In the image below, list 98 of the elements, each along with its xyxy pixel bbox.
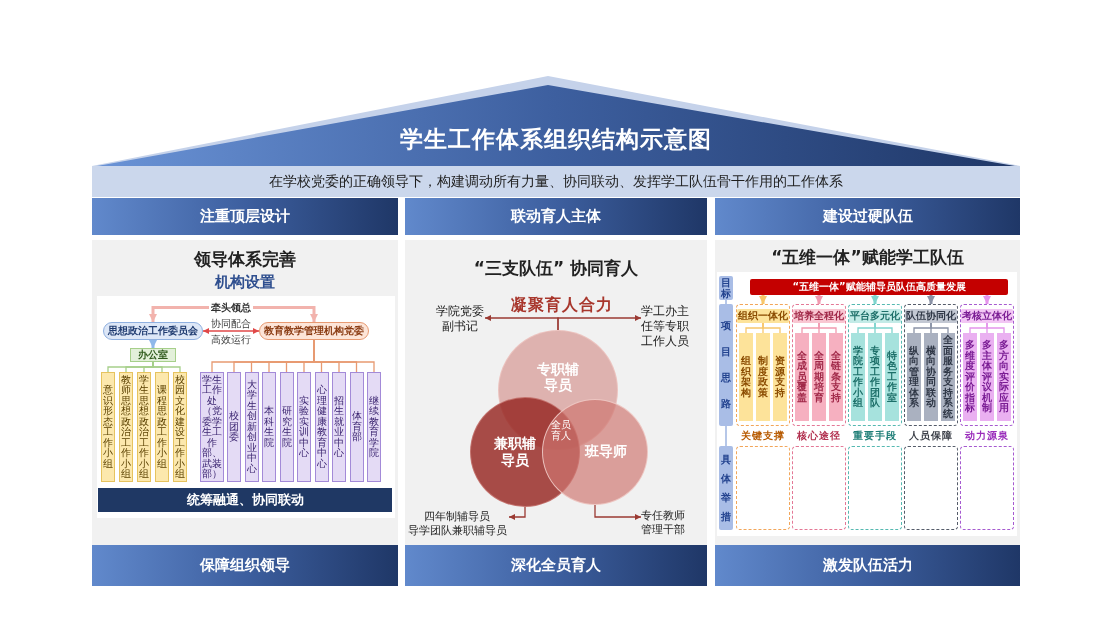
subtitle-band: 在学校党委的正确领导下，构建调动所有力量、协同联动、发挥学工队伍骨干作用的工作体系 [92, 166, 1020, 197]
arrow [202, 328, 260, 334]
goal-banner: “五维一体”赋能辅导员队伍高质量发展 [750, 279, 1008, 295]
item-box: 多主体评议机制 [980, 333, 994, 421]
row-tab: 项目思路 [719, 304, 733, 426]
committee-pill: 教育教学管理机构党委 [259, 322, 369, 340]
department-box: 招生就业中心 [332, 372, 346, 482]
footer-bar: 激发队伍活力 [715, 545, 1020, 586]
panel-subheading: 机构设置 [215, 273, 275, 292]
working-group-box: 教师思想政治工作小组 [119, 372, 133, 482]
panel-heading: 领导体系完善 [194, 248, 296, 271]
arrow [927, 295, 935, 304]
row-tab: 具体举措 [719, 446, 733, 530]
connector-line [930, 322, 949, 334]
arrow [149, 340, 157, 348]
summary-bar: 统筹融通、协同联动 [98, 488, 392, 512]
panel-heading: “五维一体”赋能学工队伍 [771, 246, 964, 269]
measure-box [904, 446, 958, 530]
dimension-column [792, 304, 846, 426]
role-list-text: 专任教师 管理干部 [641, 509, 691, 539]
column-caption: 核心途径 [797, 430, 841, 442]
connector-line [313, 339, 375, 373]
chart-label: 牵头领总 [209, 301, 253, 314]
slogan-text: 凝聚育人合力 [511, 295, 613, 316]
panel-heading: “三支队伍” 协同育人 [473, 257, 639, 280]
measure-box [960, 446, 1014, 530]
item-box: 全面服务支持系统 [941, 333, 955, 421]
item-box: 多方向实际应用 [997, 333, 1011, 421]
section-header-bar: 联动育人主体 [405, 198, 707, 235]
item-box: 特色工作室 [885, 333, 899, 421]
connector-line [818, 322, 837, 334]
item-box: 全成员覆盖 [795, 333, 809, 421]
row-tab: 目标 [719, 276, 733, 300]
dimension-heading: 考核立体化 [961, 309, 1013, 323]
working-group-box: 学生思想政治工作小组 [137, 372, 151, 482]
column-caption: 动力源泉 [965, 430, 1009, 442]
arrow [759, 295, 767, 304]
item-box: 全周期培育 [812, 333, 826, 421]
role-text: 学院党委副书记 [435, 304, 485, 334]
item-box: 专项工作团队 [868, 333, 882, 421]
measure-box [792, 446, 846, 530]
department-box: 实验实训中心 [297, 372, 311, 482]
content-panel [92, 240, 398, 545]
diagram-title: 学生工作体系组织结构示意图 [400, 125, 712, 154]
role-list-text: 四年制辅导员 导学团队兼职辅导员 [405, 509, 509, 539]
footer-bar: 深化全员育人 [405, 545, 707, 586]
dimension-column [736, 304, 790, 426]
overlap-label: 全员育人 [550, 419, 572, 441]
connector-line [762, 322, 781, 334]
footer-bar: 保障组织领导 [92, 545, 398, 586]
measure-box [848, 446, 902, 530]
department-box: 学生工作处（党委学生工作部、武装部） [200, 372, 224, 482]
arrow [815, 295, 823, 304]
dimension-column [848, 304, 902, 426]
content-panel [715, 240, 1020, 545]
arrow [508, 506, 526, 520]
section-header-bar: 注重顶层设计 [92, 198, 398, 235]
arrow [557, 315, 642, 331]
item-box: 纵向管理体系 [907, 333, 921, 421]
dimension-heading: 组织一体化 [737, 309, 789, 323]
arrow [983, 295, 991, 304]
dimension-column [960, 304, 1014, 426]
committee-pill: 思想政治工作委员会 [103, 322, 203, 340]
item-box: 资源支持 [773, 333, 787, 421]
dimension-column [904, 304, 958, 426]
arrow [149, 306, 209, 322]
department-box: 本科生院 [262, 372, 276, 482]
item-box: 多维度评价指标 [963, 333, 977, 421]
working-group-box: 意识形态工作小组 [101, 372, 115, 482]
column-caption: 重要手段 [853, 430, 897, 442]
office-box: 办公室 [130, 348, 176, 362]
item-box: 横向协同联动 [924, 333, 938, 421]
department-box: 校团委 [227, 372, 241, 482]
role-text: 学工办主任等专职工作人员 [641, 304, 691, 349]
item-box: 制度政策 [756, 333, 770, 421]
edge-label: 协同配合 [211, 318, 251, 329]
column-caption: 关键支撑 [741, 430, 785, 442]
arrow [253, 306, 318, 322]
column-caption: 人员保障 [909, 430, 953, 442]
dimension-heading: 平台多元化 [849, 309, 901, 323]
dimension-heading: 培养全程化 [793, 309, 845, 323]
connector-line [874, 322, 893, 334]
connector-line [725, 425, 727, 447]
working-group-box: 课程思政工作小组 [155, 372, 169, 482]
arrow [871, 295, 879, 304]
note-text: 高效运行 [211, 334, 251, 345]
dimension-heading: 队伍协同化 [905, 309, 957, 323]
connector-line [986, 322, 1005, 334]
connector-line [725, 299, 727, 305]
item-box: 组织架构 [739, 333, 753, 421]
measure-box [736, 446, 790, 530]
item-box: 学院工作小组 [851, 333, 865, 421]
item-box: 全链条支持 [829, 333, 843, 421]
section-header-bar: 建设过硬队伍 [715, 198, 1020, 235]
department-box: 继续教育学院 [367, 372, 381, 482]
content-panel [405, 240, 707, 545]
working-group-box: 校园文化建设工作小组 [173, 372, 187, 482]
arrow [594, 504, 642, 520]
